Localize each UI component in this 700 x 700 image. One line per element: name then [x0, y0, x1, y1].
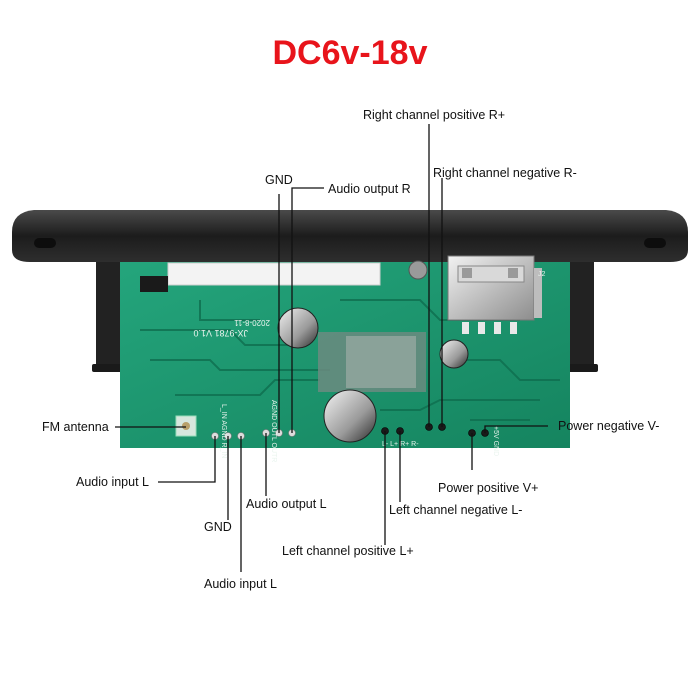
label-left-channel-negative: Left channel negative L-	[389, 503, 523, 517]
label-fm-antenna: FM antenna	[42, 420, 109, 434]
label-gnd-bottom: GND	[204, 520, 232, 534]
label-power-positive: Power positive V+	[438, 481, 539, 495]
label-audio-output-l: Audio output L	[246, 497, 327, 511]
label-audio-input-l-2: Audio input L	[204, 577, 277, 591]
label-gnd-top: GND	[265, 173, 293, 187]
front-bezel	[12, 210, 688, 262]
label-audio-output-r: Audio output R	[328, 182, 411, 196]
label-audio-input-l-1: Audio input L	[76, 475, 149, 489]
pcb-board: JX-9781 V1.0 2020-8-11 L_IN AGND R_IN AG…	[120, 255, 570, 462]
mounting-legs	[92, 262, 598, 372]
silk-power: +5V GND	[492, 426, 499, 456]
leader-lines	[115, 124, 548, 572]
label-left-channel-positive: Left channel positive L+	[282, 544, 414, 558]
silk-pins-mid: AGND OUTL OUTR	[270, 400, 277, 462]
silk-model: JX-9781 V1.0	[193, 328, 248, 338]
label-power-negative: Power negative V-	[558, 419, 660, 433]
silk-pins-left: L_IN AGND R_IN	[220, 404, 227, 458]
silk-date: 2020-8-11	[234, 318, 270, 327]
voltage-title: DC6v-18v	[272, 34, 428, 72]
label-right-channel-negative: Right channel negative R-	[433, 166, 577, 180]
label-right-channel-positive: Right channel positive R+	[363, 108, 506, 122]
silk-usb: J2	[538, 271, 546, 278]
